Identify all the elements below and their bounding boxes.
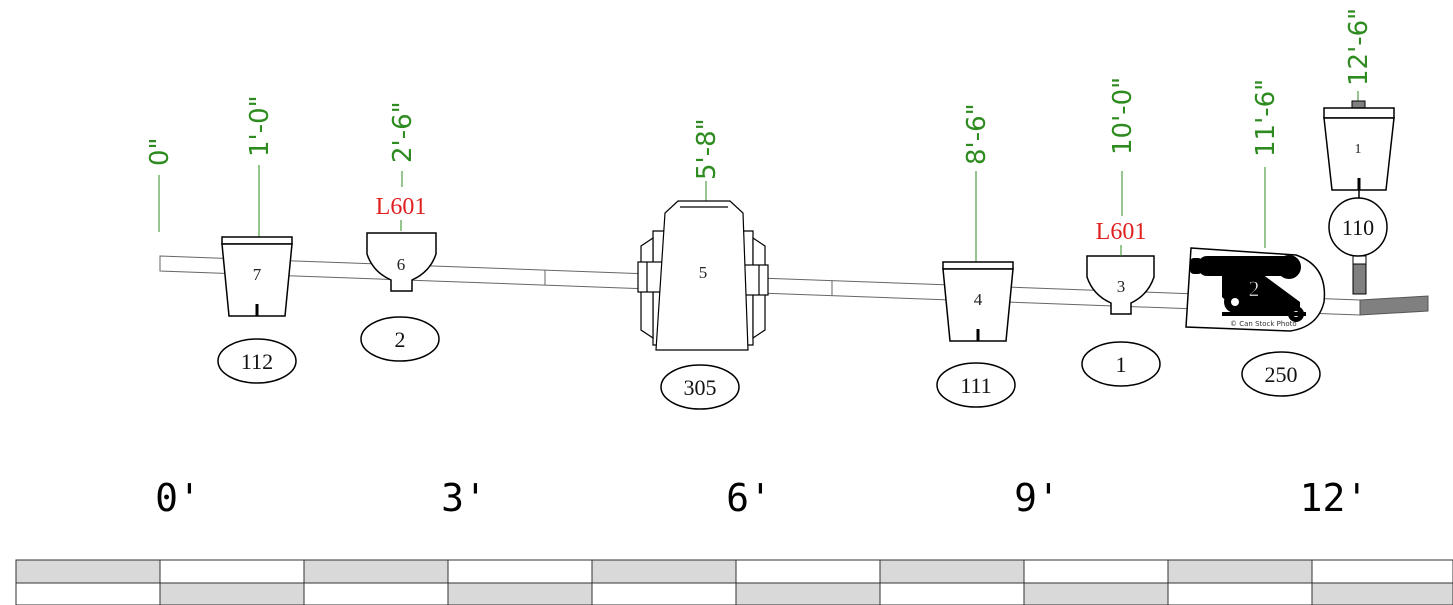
table-cell [879, 582, 1025, 605]
table-cell [15, 582, 161, 605]
circle-tag-label: 1 [1116, 352, 1127, 377]
circle-tag-label: 250 [1265, 362, 1298, 387]
table-cell [303, 559, 449, 584]
unit-5-housing [637, 200, 769, 351]
circle-tag-label: 305 [684, 375, 717, 400]
dimension-label: 11'-6" [1251, 79, 1281, 157]
dimension-leader-lines [158, 91, 1359, 262]
table-cell [735, 559, 881, 584]
table-cell [159, 582, 305, 605]
circle-tag-label: 2 [395, 327, 406, 352]
unit-3-bowl-fixture [1086, 255, 1155, 315]
table-cell [447, 559, 593, 584]
dimension-label: 0" [145, 137, 175, 166]
circle-tag-label: 112 [241, 349, 273, 374]
circle-tag-label: 110 [1342, 215, 1374, 240]
unit-number: 4 [974, 290, 983, 309]
table-cell [879, 559, 1025, 584]
table-cell [447, 582, 593, 605]
unit-7-instrument [221, 236, 293, 317]
table-cell [1023, 559, 1169, 584]
feet-scale-labels: 0' 3' 6' 9' 12' [155, 476, 1368, 520]
dimension-label: 12'-6" [1344, 8, 1374, 86]
dimension-label: 2'-6" [388, 101, 418, 163]
table-cell [591, 559, 737, 584]
feet-scale-label: 3' [441, 476, 487, 520]
feet-scale-label: 9' [1014, 476, 1060, 520]
table-cell [1167, 582, 1313, 605]
unit-4-instrument [942, 261, 1014, 342]
dimension-label: 1'-0" [245, 95, 275, 157]
unit-number: 3 [1117, 277, 1126, 296]
dimension-label: 10'-0" [1108, 77, 1138, 155]
unit-2-cannon-photo-card: © Can Stock Photo [1185, 247, 1326, 332]
bottom-grid-table [15, 559, 1453, 605]
gear-label: L601 [376, 194, 427, 220]
unit-1-instrument [1323, 100, 1395, 295]
table-cell [1023, 582, 1169, 605]
table-cell [159, 559, 305, 584]
table-cell [1311, 582, 1453, 605]
table-cell [15, 559, 161, 584]
table-cell [303, 582, 449, 605]
dimension-label: 5'-8" [692, 118, 722, 180]
cannon-icon [1190, 255, 1306, 322]
circle-tag-label: 111 [960, 373, 991, 398]
unit-number: 7 [253, 265, 262, 284]
dimension-labels: 0" 1'-0" 2'-6" 5'-8" 8'-6" 10'-0" 11'-6" 12'-6" [145, 8, 1374, 180]
gear-label: L601 [1096, 219, 1147, 245]
photo-credit: © Can Stock Photo [1230, 320, 1297, 328]
dimension-label: 8'-6" [962, 103, 992, 165]
table-cell [591, 582, 737, 605]
feet-scale-label: 12' [1300, 476, 1369, 520]
unit-number: 5 [699, 263, 708, 282]
unit-number: 6 [397, 255, 406, 274]
unit-number: 2 [1249, 276, 1260, 301]
unit-number: 1 [1355, 142, 1362, 157]
feet-scale-label: 0' [155, 476, 201, 520]
unit-number-labels: 7 6 5 4 3 2 1 [253, 142, 1362, 309]
feet-scale-label: 6' [726, 476, 772, 520]
table-cell [1167, 559, 1313, 584]
unit-6-bowl-fixture [366, 232, 437, 292]
table-cell [735, 582, 881, 605]
circle-tags [217, 197, 1388, 410]
table-cell [1311, 559, 1453, 584]
